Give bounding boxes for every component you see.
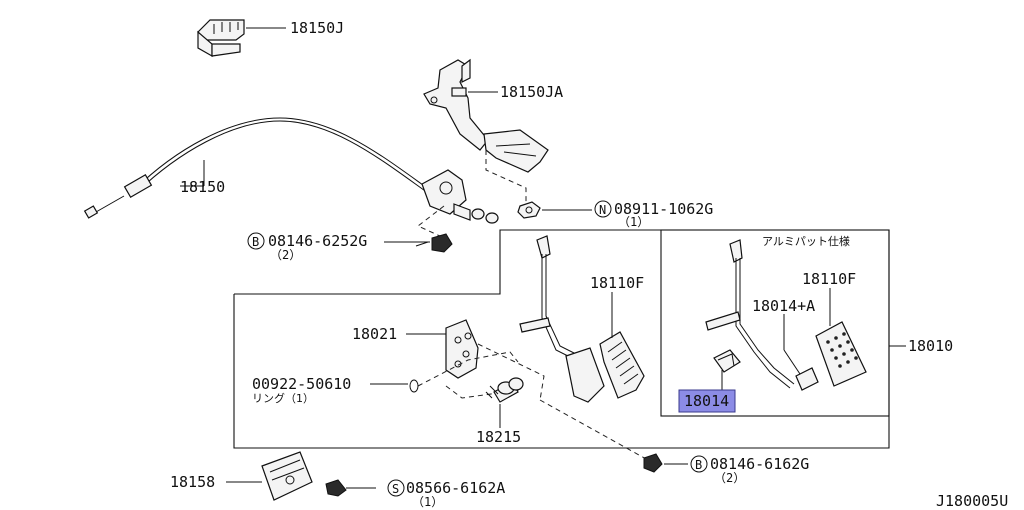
qty-08146b: （2）: [714, 471, 745, 485]
callout-00922[interactable]: 00922-50610 リング（1）: [252, 375, 351, 405]
part-number-18158: 18158: [170, 473, 215, 491]
callout-18021[interactable]: 18021: [352, 325, 397, 343]
callout-18150ja[interactable]: 18150JA: [500, 83, 563, 101]
callout-18215[interactable]: 18215: [476, 428, 521, 446]
nut-08911-drawing: [517, 201, 541, 219]
callout-08146b[interactable]: B 08146-6162G （2）: [690, 455, 809, 485]
part-number-18014a: 18014+A: [752, 297, 815, 315]
callout-18158[interactable]: 18158: [170, 473, 215, 491]
callout-18150j[interactable]: 18150J: [290, 19, 344, 37]
callout-18014[interactable]: 18014: [678, 389, 736, 413]
callout-08566[interactable]: S 08566-6162A （1）: [387, 479, 505, 509]
qty-08911: （1）: [618, 215, 649, 229]
bracket-18150ja-drawing: [423, 58, 549, 173]
bolt-08146a-drawing: [415, 233, 453, 253]
clip-18150j-drawing: [197, 19, 245, 58]
part-number-18150: 18150: [180, 178, 225, 196]
symbol-08146b: B: [695, 458, 702, 472]
part-number-18110f-b: 18110F: [802, 270, 856, 288]
symbol-08911: N: [599, 203, 606, 217]
option-pedal-arm-drawing: [705, 239, 819, 391]
option-box-title: アルミパット仕様: [762, 234, 850, 248]
part-number-08146a: 08146-6252G: [268, 232, 367, 250]
bolt-08146b-drawing: [643, 453, 663, 473]
callout-18110f-b[interactable]: 18110F: [802, 270, 856, 288]
part-number-08911: 08911-1062G: [614, 200, 713, 218]
part-number-08566: 08566-6162A: [406, 479, 505, 497]
damper-18215-drawing: [485, 377, 524, 403]
symbol-08566: S: [392, 482, 399, 496]
callout-18014a[interactable]: 18014+A: [752, 297, 815, 315]
part-number-08146b: 08146-6162G: [710, 455, 809, 473]
assembly-frame: [233, 229, 890, 449]
pedal-arm-drawing: [519, 235, 605, 403]
part-number-18021: 18021: [352, 325, 397, 343]
diagram-code: J180005U: [936, 492, 1008, 510]
option-pad-aluminium-drawing: [815, 321, 867, 387]
part-number-18010: 18010: [908, 337, 953, 355]
part-number-18150ja: 18150JA: [500, 83, 563, 101]
callout-18150[interactable]: 18150: [180, 178, 225, 196]
option-clip-18014-drawing: [713, 349, 741, 373]
note-00922: リング（1）: [252, 391, 314, 405]
part-number-18215: 18215: [476, 428, 521, 446]
part-number-18110f-a: 18110F: [590, 274, 644, 292]
option-frame: [660, 229, 890, 417]
part-number-18150j: 18150J: [290, 19, 344, 37]
callout-08146a[interactable]: B 08146-6252G （2）: [247, 232, 367, 262]
symbol-08146a: B: [252, 235, 259, 249]
ring-00922-drawing: [409, 379, 419, 393]
qty-08146a: （2）: [270, 248, 301, 262]
plate-18158-drawing: [261, 451, 376, 501]
part-number-18014: 18014: [684, 392, 729, 410]
callout-18010[interactable]: 18010: [908, 337, 953, 355]
callout-08911[interactable]: N 08911-1062G （1）: [594, 200, 713, 229]
cable-18150-drawing: [83, 117, 499, 224]
pedal-pad-18110f-drawing: [599, 331, 645, 399]
part-number-00922: 00922-50610: [252, 375, 351, 393]
callout-18110f-a[interactable]: 18110F: [590, 274, 644, 292]
qty-08566: （1）: [412, 495, 443, 509]
